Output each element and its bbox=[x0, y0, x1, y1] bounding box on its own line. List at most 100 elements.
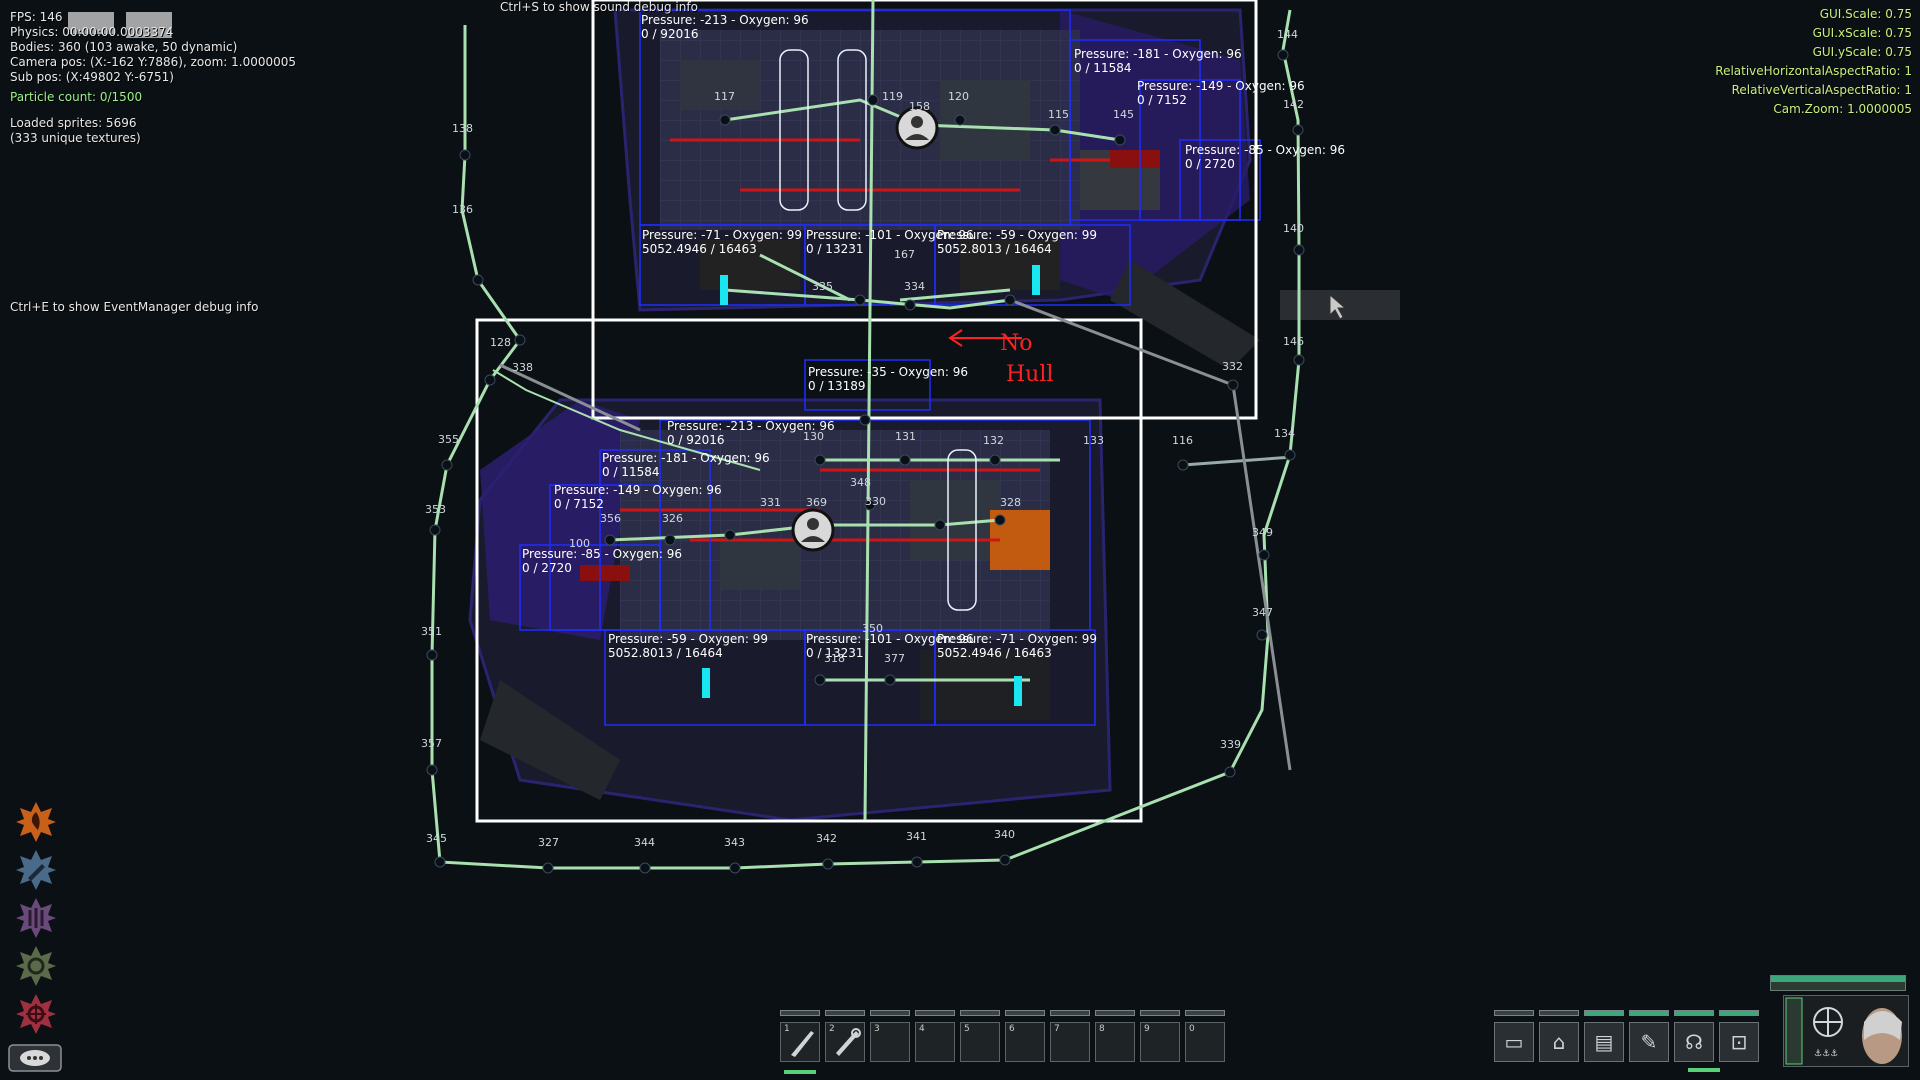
hotbar-slot-9[interactable]: 9 bbox=[1140, 1022, 1180, 1062]
fps-readout: FPS: 146 bbox=[10, 10, 63, 24]
hotbar-slot-number: 9 bbox=[1144, 1024, 1150, 1034]
mouse-cursor-icon bbox=[1329, 293, 1347, 320]
room-pressure-label: Pressure: -101 - Oxygen: 96 bbox=[806, 228, 974, 242]
svg-text:Pressure: -149 - Oxygen: 960 /: Pressure: -149 - Oxygen: 960 / 7152 bbox=[1137, 79, 1305, 107]
power-sign bbox=[1110, 150, 1160, 168]
hotbar-slot-5[interactable]: 5 bbox=[960, 1022, 1000, 1062]
room-pressure-label: Pressure: -71 - Oxygen: 99 bbox=[937, 632, 1097, 646]
medical-emblem-icon[interactable] bbox=[14, 896, 58, 940]
repair-emblem-icon[interactable] bbox=[14, 848, 58, 892]
room-pressure-label: Pressure: -149 - Oxygen: 96 bbox=[1137, 79, 1305, 93]
hotbar-slot-number: 1 bbox=[784, 1024, 790, 1034]
equipment-slot[interactable]: ▭ bbox=[1494, 1022, 1534, 1062]
room-pressure-label: Pressure: -181 - Oxygen: 96 bbox=[602, 451, 770, 465]
room-volume-label: 5052.4946 / 16463 bbox=[642, 242, 757, 256]
hotbar-slot-0[interactable]: 0 bbox=[1185, 1022, 1225, 1062]
tool-icon: ✎ bbox=[1640, 1030, 1658, 1054]
waypoint-id-label: 144 bbox=[1277, 28, 1298, 41]
equipment-slot-bar bbox=[1674, 1010, 1714, 1016]
card-icon: ▤ bbox=[1594, 1030, 1614, 1054]
hotbar-slot-6[interactable]: 6 bbox=[1005, 1022, 1045, 1062]
no-hull-annotation: No Hull bbox=[948, 329, 1053, 387]
waypoint-id-label: 339 bbox=[1220, 738, 1241, 751]
character-portrait-panel[interactable]: ⚓⚓⚓ bbox=[1783, 995, 1909, 1067]
waypoint-id-label: 158 bbox=[909, 100, 930, 113]
id-card-icon: ⊡ bbox=[1730, 1030, 1748, 1054]
room-volume-label: 5052.4946 / 16463 bbox=[937, 646, 1052, 660]
room-volume-label: 0 / 13189 bbox=[808, 379, 865, 393]
hotbar-indicator bbox=[784, 1070, 816, 1074]
annotation-hull: Hull bbox=[1006, 362, 1053, 387]
spawnpoint-markers bbox=[791, 106, 939, 552]
equipment-slot[interactable]: ▤ bbox=[1584, 1022, 1624, 1062]
fire-emblem-icon[interactable] bbox=[14, 800, 58, 844]
waypoint-id-label: 344 bbox=[634, 836, 655, 849]
equipment-slot[interactable]: ⊡ bbox=[1719, 1022, 1759, 1062]
crosshair-emblem-icon[interactable] bbox=[14, 992, 58, 1036]
waypoint-id-label: 342 bbox=[816, 832, 837, 845]
hotbar-slot-number: 2 bbox=[829, 1024, 835, 1034]
waypoint-id-label: 131 bbox=[895, 430, 916, 443]
waypoint-id-label: 116 bbox=[1172, 434, 1193, 447]
room-pressure-label: Pressure: -85 - Oxygen: 96 bbox=[522, 547, 682, 561]
waypoint-id-label: 330 bbox=[865, 495, 886, 508]
hotbar-slot-1[interactable]: 1 bbox=[780, 1022, 820, 1062]
hotbar-slot-number: 0 bbox=[1189, 1024, 1195, 1034]
sound-debug-hint: Ctrl+S to show sound debug info bbox=[500, 0, 698, 14]
room-pressure-label: Pressure: -59 - Oxygen: 99 bbox=[937, 228, 1097, 242]
svg-text:Pressure: -213 - Oxygen: 960 /: Pressure: -213 - Oxygen: 960 / 92016 bbox=[667, 419, 835, 447]
equipment-slot[interactable]: ☊ bbox=[1674, 1022, 1714, 1062]
hotbar-slot-7[interactable]: 7 bbox=[1050, 1022, 1090, 1062]
waypoint-id-label: 332 bbox=[1222, 360, 1243, 373]
room-pressure-label: Pressure: -59 - Oxygen: 99 bbox=[608, 632, 768, 646]
characters bbox=[779, 49, 977, 611]
gui-scale: GUI.Scale: 0.75 bbox=[1819, 7, 1912, 21]
upper-hull-frame bbox=[591, 0, 1258, 420]
hotbar-slot-2[interactable]: 2 bbox=[825, 1022, 865, 1062]
waypoint-id-label: 340 bbox=[994, 828, 1015, 841]
waypoint-id-label: 338 bbox=[512, 361, 533, 374]
hotbar-slot-3[interactable]: 3 bbox=[870, 1022, 910, 1062]
svg-text:Pressure: -35 - Oxygen: 960 /: Pressure: -35 - Oxygen: 960 / 13189 bbox=[808, 365, 968, 393]
gear-emblem-icon[interactable] bbox=[14, 944, 58, 988]
waypoint-id-labels: 1441421401461343493473391381361283383553… bbox=[421, 28, 1304, 849]
battery-charge-indicators bbox=[702, 265, 1040, 706]
waypoint-id-label: 349 bbox=[1252, 526, 1273, 539]
room-volume-label: 5052.8013 / 16464 bbox=[608, 646, 723, 660]
hotbar-slot-bar bbox=[780, 1010, 820, 1016]
hotbar-slot-bar bbox=[1140, 1010, 1180, 1016]
hotbar-slot-bar bbox=[1005, 1010, 1045, 1016]
room-volume-label: 0 / 92016 bbox=[667, 433, 724, 447]
room-volume-label: 0 / 13231 bbox=[806, 646, 863, 660]
hotbar-slot-4[interactable]: 4 bbox=[915, 1022, 955, 1062]
waypoint-id-label: 130 bbox=[803, 430, 824, 443]
equipment-slot[interactable]: ⌂ bbox=[1539, 1022, 1579, 1062]
svg-text:Pressure: -181 - Oxygen: 960 /: Pressure: -181 - Oxygen: 960 / 11584 bbox=[1074, 47, 1242, 75]
equipment-slot-bar bbox=[1629, 1010, 1669, 1016]
camera-readout: Camera pos: (X:-162 Y:7886), zoom: 1.000… bbox=[10, 55, 297, 69]
waypoint-id-label: 341 bbox=[906, 830, 927, 843]
room-pressure-label: Pressure: -213 - Oxygen: 96 bbox=[641, 13, 809, 27]
waypoint-nodes[interactable] bbox=[426, 49, 1305, 874]
svg-text:Pressure: -149 - Oxygen: 960 /: Pressure: -149 - Oxygen: 960 / 7152 bbox=[554, 483, 722, 511]
hotbar-slot-number: 6 bbox=[1009, 1024, 1015, 1034]
hotbar-slot-8[interactable]: 8 bbox=[1095, 1022, 1135, 1062]
annotation-no: No bbox=[1000, 331, 1033, 356]
waypoint-id-label: 146 bbox=[1283, 335, 1304, 348]
physics-graph bbox=[126, 12, 172, 38]
waypoint-id-label: 331 bbox=[760, 496, 781, 509]
hotbar-slot-number: 8 bbox=[1099, 1024, 1105, 1034]
waypoint-id-label: 334 bbox=[904, 280, 925, 293]
waypoint-id-label: 117 bbox=[714, 90, 735, 103]
waypoint-id-label: 369 bbox=[806, 496, 827, 509]
arrow-left-icon bbox=[948, 329, 1022, 347]
equipment-slot[interactable]: ✎ bbox=[1629, 1022, 1669, 1062]
headset-icon: ☊ bbox=[1685, 1030, 1703, 1054]
svg-text:Pressure: -213 - Oxygen: 960 /: Pressure: -213 - Oxygen: 960 / 92016 bbox=[641, 13, 809, 41]
waypoint-id-label: 100 bbox=[569, 537, 590, 550]
room-pressure-label: Pressure: -149 - Oxygen: 96 bbox=[554, 483, 722, 497]
chat-icon[interactable] bbox=[8, 1044, 62, 1072]
hotbar-slot-number: 4 bbox=[919, 1024, 925, 1034]
